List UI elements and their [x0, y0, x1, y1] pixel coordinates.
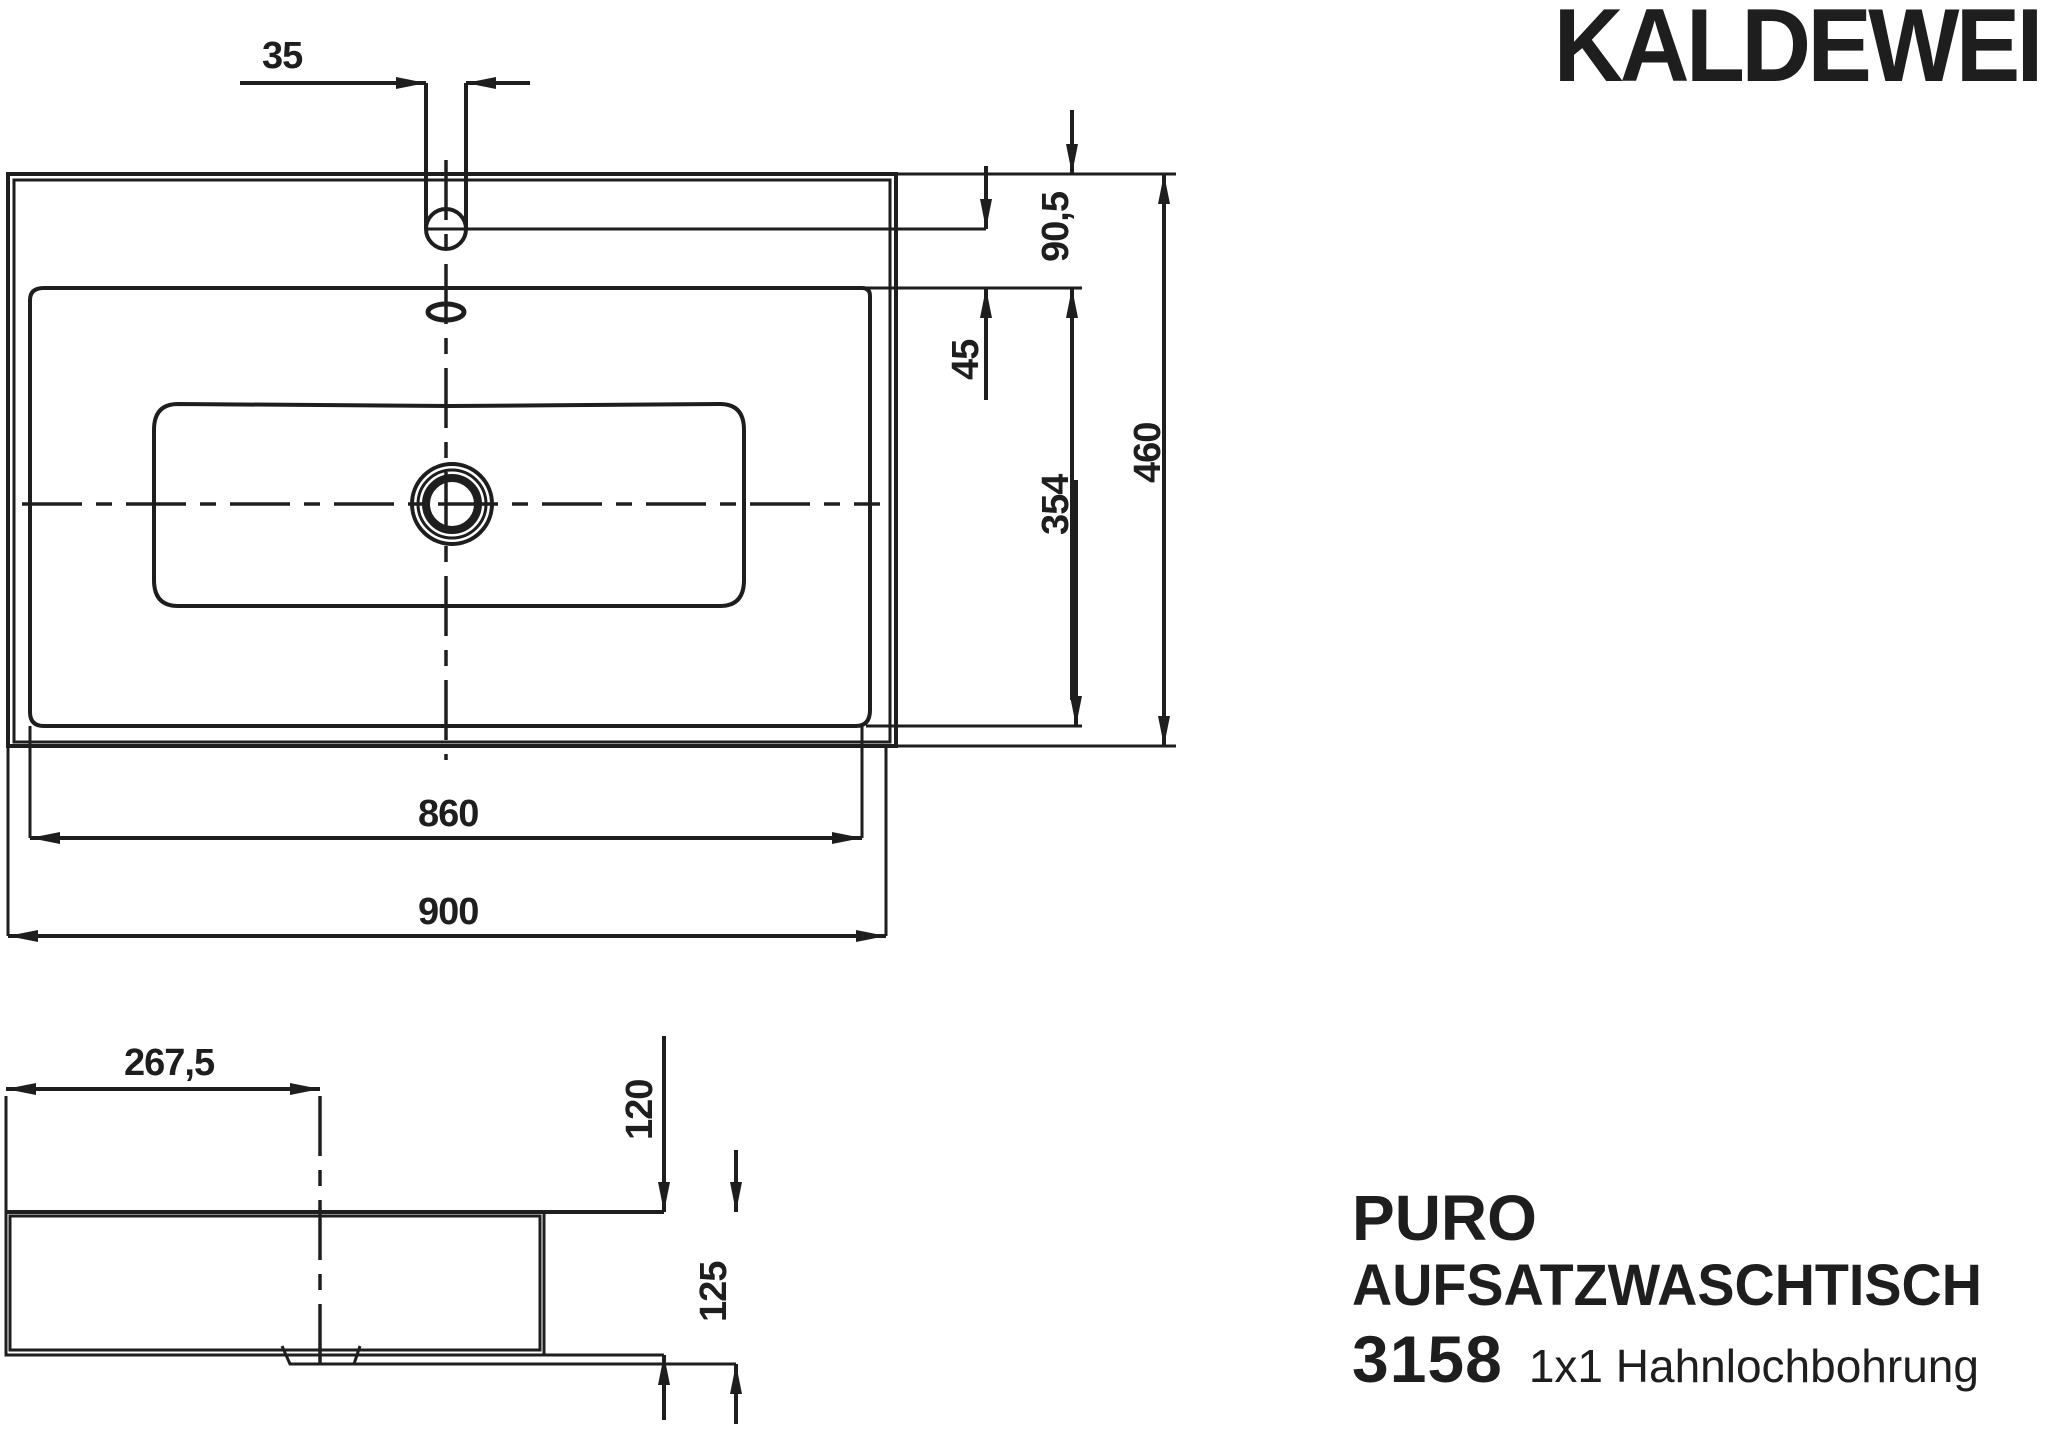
dim-height-inner: 120 [619, 1080, 661, 1140]
dim-tap-hole-diameter: 35 [262, 35, 303, 77]
dim-height-total: 125 [693, 1261, 735, 1322]
title-block: PURO AUFSATZWASCHTISCH 3158 1x1 Hahnloch… [1352, 1185, 2008, 1395]
dim-overflow-offset: 45 [945, 339, 987, 380]
basin-outline [6, 172, 898, 748]
model-number: 3158 [1352, 1322, 1503, 1396]
dim-tap-hole-offset: 90,5 [1035, 191, 1077, 262]
side-body-outline [4, 1210, 546, 1357]
model-row: 3158 1x1 Hahnlochbohrung [1352, 1323, 2008, 1395]
side-view: 267,5 120 125 [4, 1036, 742, 1424]
basin-rim [28, 286, 872, 728]
basin-outline-inner [12, 178, 892, 744]
dim-drain-offset: 267,5 [124, 1042, 215, 1084]
product-type: AUFSATZWASCHTISCH [1352, 1253, 1982, 1318]
dim-total-width: 900 [418, 891, 478, 933]
brand-logo: KALDEWEI [1553, 0, 2044, 104]
top-view: 35 45 90,5 354 460 860 900 [6, 35, 1176, 942]
dim-total-depth: 460 [1127, 423, 1169, 483]
dim-inner-width: 860 [418, 793, 478, 835]
product-series: PURO [1352, 1182, 1537, 1254]
basin-bowl [152, 401, 746, 608]
dim-bowl-depth: 354 [1035, 474, 1077, 535]
tap-hole-note: 1x1 Hahnlochbohrung [1528, 1340, 1979, 1392]
